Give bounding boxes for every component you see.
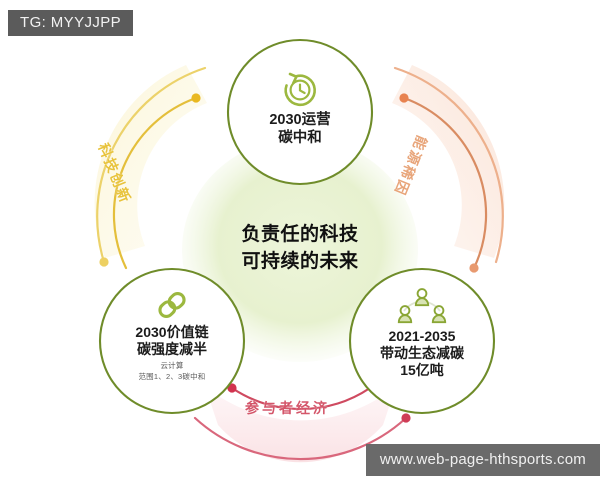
node-circle-top[interactable] [226, 38, 374, 186]
people-network-icon [397, 288, 447, 324]
arc-band-bottom [205, 386, 396, 463]
arc-technology-innovation [96, 66, 207, 270]
chain-link-icon [158, 291, 186, 319]
arc-participant-economy [193, 383, 411, 461]
arc-band-left [94, 65, 207, 258]
site-watermark: www.web-page-hthsports.com [365, 444, 600, 476]
arc-band-right [392, 65, 505, 258]
clock-refresh-icon [284, 72, 316, 107]
tg-handle-badge: TG: MYYJJPP [8, 10, 134, 36]
arc-energy-transition [393, 66, 504, 273]
node-circle-bottom-left[interactable] [98, 267, 246, 415]
node-circle-bottom-right[interactable] [348, 267, 496, 415]
